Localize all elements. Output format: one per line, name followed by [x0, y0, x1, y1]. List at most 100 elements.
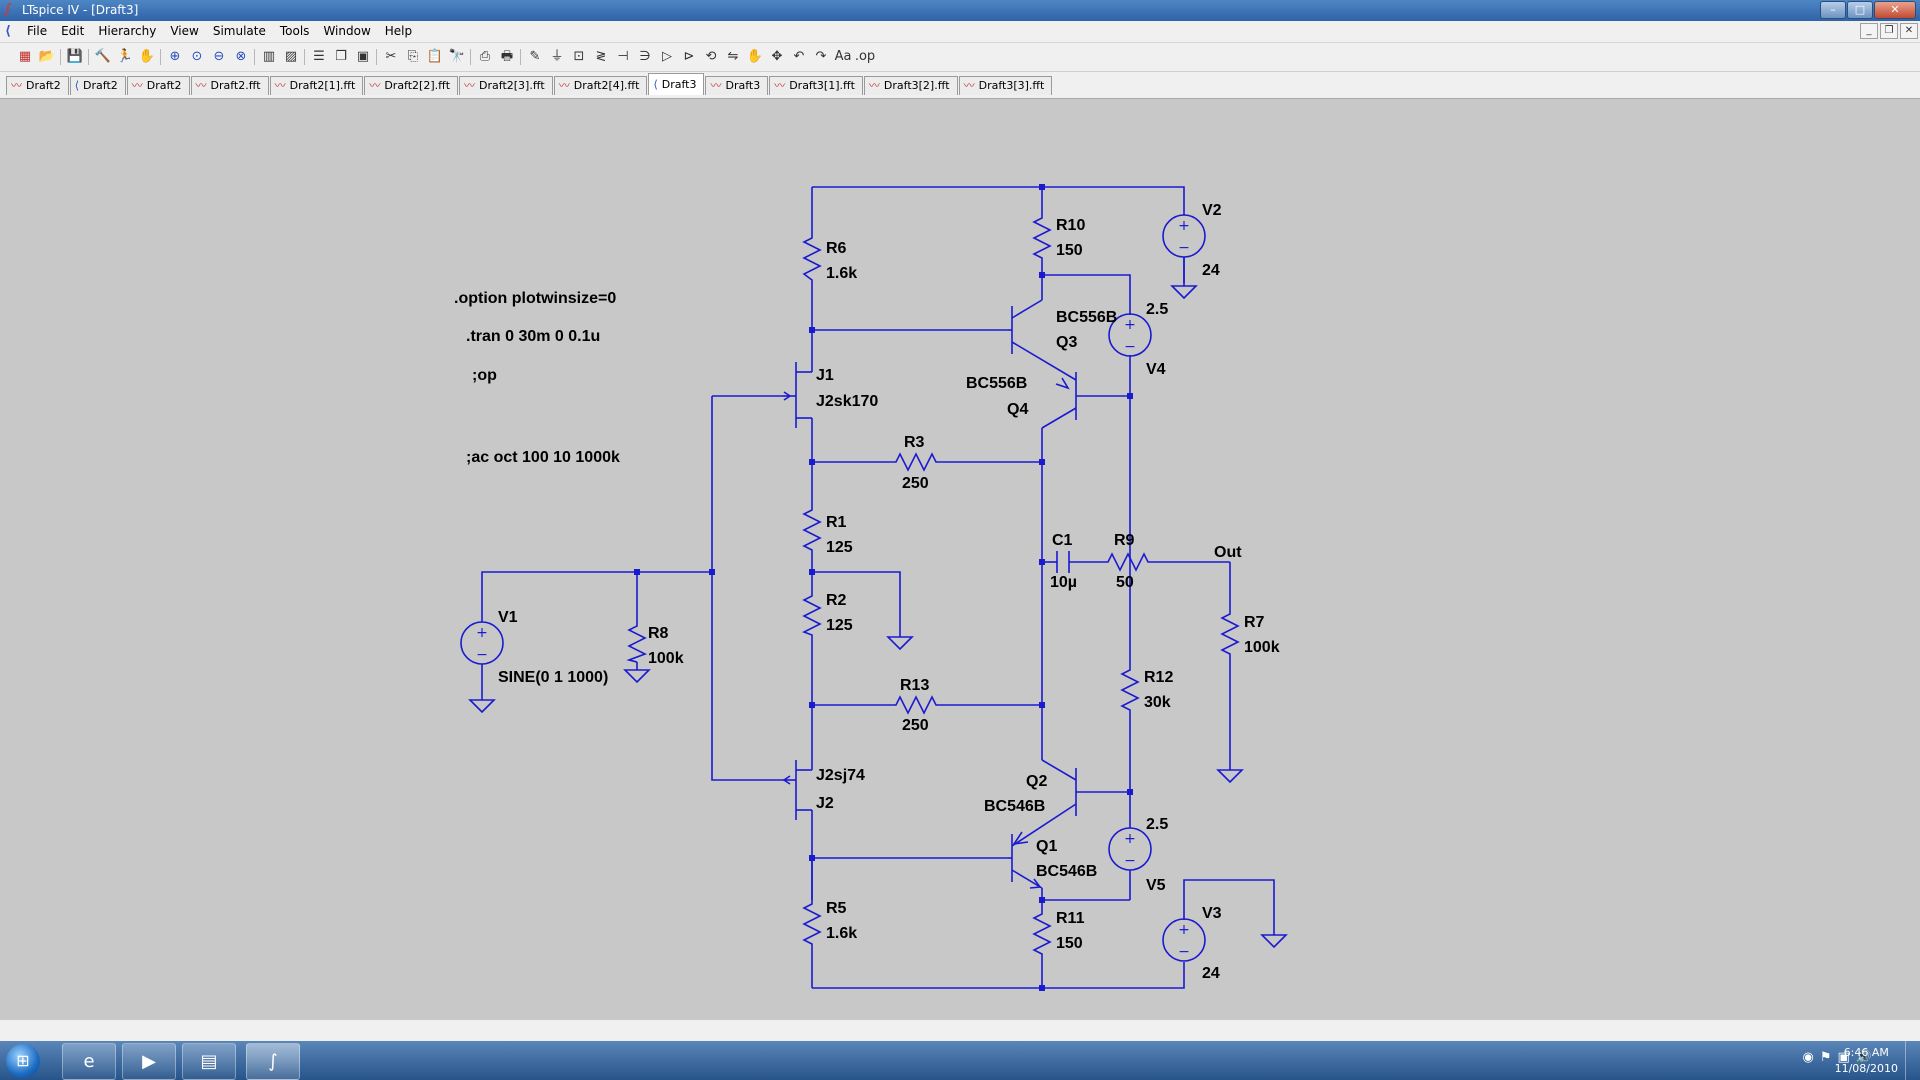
tab-draft3-2-fft[interactable]: 〰Draft3[2].fft — [863, 76, 958, 95]
resistor-R1[interactable] — [802, 505, 822, 552]
autoscale-icon[interactable]: ▥ — [262, 49, 276, 64]
undo-icon[interactable]: ↶ — [793, 49, 805, 64]
show-desktop-button[interactable] — [1905, 1041, 1920, 1080]
open-icon[interactable]: 📂 — [38, 49, 56, 64]
ground-icon[interactable]: ⏚ — [550, 49, 564, 64]
resistor-R8[interactable] — [626, 620, 647, 663]
schematic-drawing[interactable]: + − + − + − + − + − — [0, 99, 1920, 1019]
save-icon[interactable]: 💾 — [66, 49, 84, 64]
tab-draft2-2-fft[interactable]: 〰Draft2[2].fft — [364, 76, 459, 95]
transistor-Q4[interactable] — [1041, 372, 1077, 429]
resistor-R9[interactable] — [1104, 552, 1150, 572]
tab-draft2[interactable]: 〰Draft2 — [126, 76, 190, 95]
paste-icon[interactable]: 📋 — [426, 49, 444, 64]
resistor-R6[interactable] — [802, 232, 822, 286]
tab-draft2[interactable]: ⟨Draft2 — [69, 76, 126, 95]
tab-draft2[interactable]: 〰Draft2 — [6, 76, 69, 95]
transistor-Q2[interactable] — [1011, 750, 1077, 847]
tile-vertical-icon[interactable]: ❐ — [335, 49, 347, 64]
tab-draft2-1-fft[interactable]: 〰Draft2[1].fft — [269, 76, 364, 95]
print-preview-icon[interactable]: ⎙ — [479, 49, 491, 64]
menu-window[interactable]: Window — [323, 24, 371, 38]
tab-draft2-3-fft[interactable]: 〰Draft2[3].fft — [459, 76, 553, 95]
media-player-icon[interactable]: ▶ — [122, 1043, 176, 1080]
network-icon[interactable]: ▣ — [1837, 1050, 1850, 1065]
print-icon[interactable]: 🖶 — [500, 49, 514, 64]
cascade-icon[interactable]: ▣ — [356, 49, 370, 64]
find-icon[interactable]: 🔭 — [448, 49, 466, 64]
spice-directives[interactable]: .option plotwinsize=0 .tran 0 30m 0 0.1u… — [454, 290, 620, 466]
menu-tools[interactable]: Tools — [279, 24, 310, 38]
jfet-J2[interactable] — [782, 760, 813, 820]
tab-draft3-3-fft[interactable]: 〰Draft3[3].fft — [958, 76, 1053, 95]
source-V4[interactable]: + − — [1108, 313, 1152, 357]
tab-draft2-fft[interactable]: 〰Draft2.fft — [190, 76, 269, 95]
new-schematic-icon[interactable]: ▦ — [18, 49, 32, 64]
component-icon[interactable]: ⊳ — [683, 49, 695, 64]
resistor-R11[interactable] — [1032, 910, 1052, 956]
resistor-R10[interactable] — [1032, 214, 1052, 260]
resistor-R2[interactable] — [802, 592, 822, 636]
action-center-flag-icon[interactable]: ⚑ — [1819, 1050, 1832, 1065]
jfet-J1[interactable] — [782, 362, 813, 428]
capacitor-icon[interactable]: ⊣ — [617, 49, 629, 64]
resistor-R13[interactable] — [892, 695, 940, 715]
schematic-canvas[interactable] — [0, 99, 1920, 1019]
internet-explorer-icon[interactable]: e — [62, 1043, 116, 1080]
system-clock[interactable]: 6:46 AM 11/08/2010 — [1835, 1045, 1898, 1077]
document-system-icon[interactable]: ⟨ — [5, 24, 11, 39]
resistor-icon[interactable]: ≷ — [595, 49, 607, 64]
rotate-icon[interactable]: ⟲ — [705, 49, 717, 64]
source-V1[interactable]: + − — [460, 621, 504, 665]
doc-minimize-button[interactable]: _ — [1860, 23, 1878, 39]
label-net-icon[interactable]: ⊡ — [573, 49, 585, 64]
close-button[interactable]: ✕ — [1874, 1, 1916, 19]
run-icon[interactable]: 🏃 — [116, 49, 134, 64]
wire-icon[interactable]: ✎ — [529, 49, 541, 64]
tab-draft3[interactable]: 〰Draft3 — [705, 76, 769, 95]
drag-icon[interactable]: ✋ — [746, 49, 764, 64]
directive-option[interactable]: .option plotwinsize=0 — [454, 290, 616, 307]
transistor-Q3[interactable] — [1008, 275, 1077, 381]
maximize-button[interactable]: □ — [1847, 1, 1873, 19]
text-icon[interactable]: Aa — [834, 49, 852, 64]
menu-edit[interactable]: Edit — [61, 24, 85, 38]
tab-draft3[interactable]: ⟨Draft3 — [648, 73, 705, 95]
file-explorer-icon[interactable]: ▤ — [182, 1043, 236, 1080]
zoom-in-icon[interactable]: ⊕ — [169, 49, 181, 64]
move-icon[interactable]: ✥ — [771, 49, 783, 64]
redo-icon[interactable]: ↷ — [815, 49, 827, 64]
spice-directive-icon[interactable]: .op — [854, 49, 876, 64]
zoom-out-icon[interactable]: ⊖ — [213, 49, 225, 64]
tab-draft2-4-fft[interactable]: 〰Draft2[4].fft — [553, 76, 648, 95]
menu-file[interactable]: File — [27, 24, 48, 38]
ltspice-taskbar-icon[interactable]: ∫ — [246, 1043, 300, 1080]
halt-icon[interactable]: ✋ — [138, 49, 156, 64]
copy-icon[interactable]: ⎘ — [407, 49, 419, 64]
diode-icon[interactable]: ▷ — [662, 49, 672, 64]
inductor-icon[interactable]: ∋ — [639, 49, 651, 64]
cut-icon[interactable]: ✂ — [385, 49, 397, 64]
transistor-Q1[interactable] — [1008, 834, 1043, 900]
volume-icon[interactable]: 🔊 — [1855, 1050, 1872, 1065]
source-V2[interactable]: + − — [1162, 214, 1206, 258]
doc-restore-button[interactable]: ❐ — [1880, 23, 1898, 39]
resistor-R5[interactable] — [802, 900, 822, 945]
menu-view[interactable]: View — [170, 24, 199, 38]
minimize-button[interactable]: – — [1820, 1, 1846, 19]
source-V5[interactable]: + − — [1108, 827, 1152, 871]
mirror-icon[interactable]: ⇋ — [727, 49, 739, 64]
source-V3[interactable]: + − — [1162, 918, 1206, 962]
directive-op[interactable]: ;op — [472, 367, 497, 384]
resistor-R7[interactable] — [1220, 610, 1240, 656]
tray-app-icon[interactable]: ◉ — [1802, 1050, 1814, 1065]
zoom-fit-icon[interactable]: ⊗ — [235, 49, 247, 64]
menu-hierarchy[interactable]: Hierarchy — [98, 24, 157, 38]
doc-close-button[interactable]: ✕ — [1900, 23, 1918, 39]
tab-draft3-1-fft[interactable]: 〰Draft3[1].fft — [769, 76, 863, 95]
tile-horizontal-icon[interactable]: ☰ — [313, 49, 325, 64]
capacitor-C1[interactable] — [1056, 551, 1070, 573]
zoom-pan-icon[interactable]: ⊙ — [191, 49, 203, 64]
resistor-R3[interactable] — [892, 452, 940, 472]
resistor-R12[interactable] — [1120, 665, 1140, 712]
